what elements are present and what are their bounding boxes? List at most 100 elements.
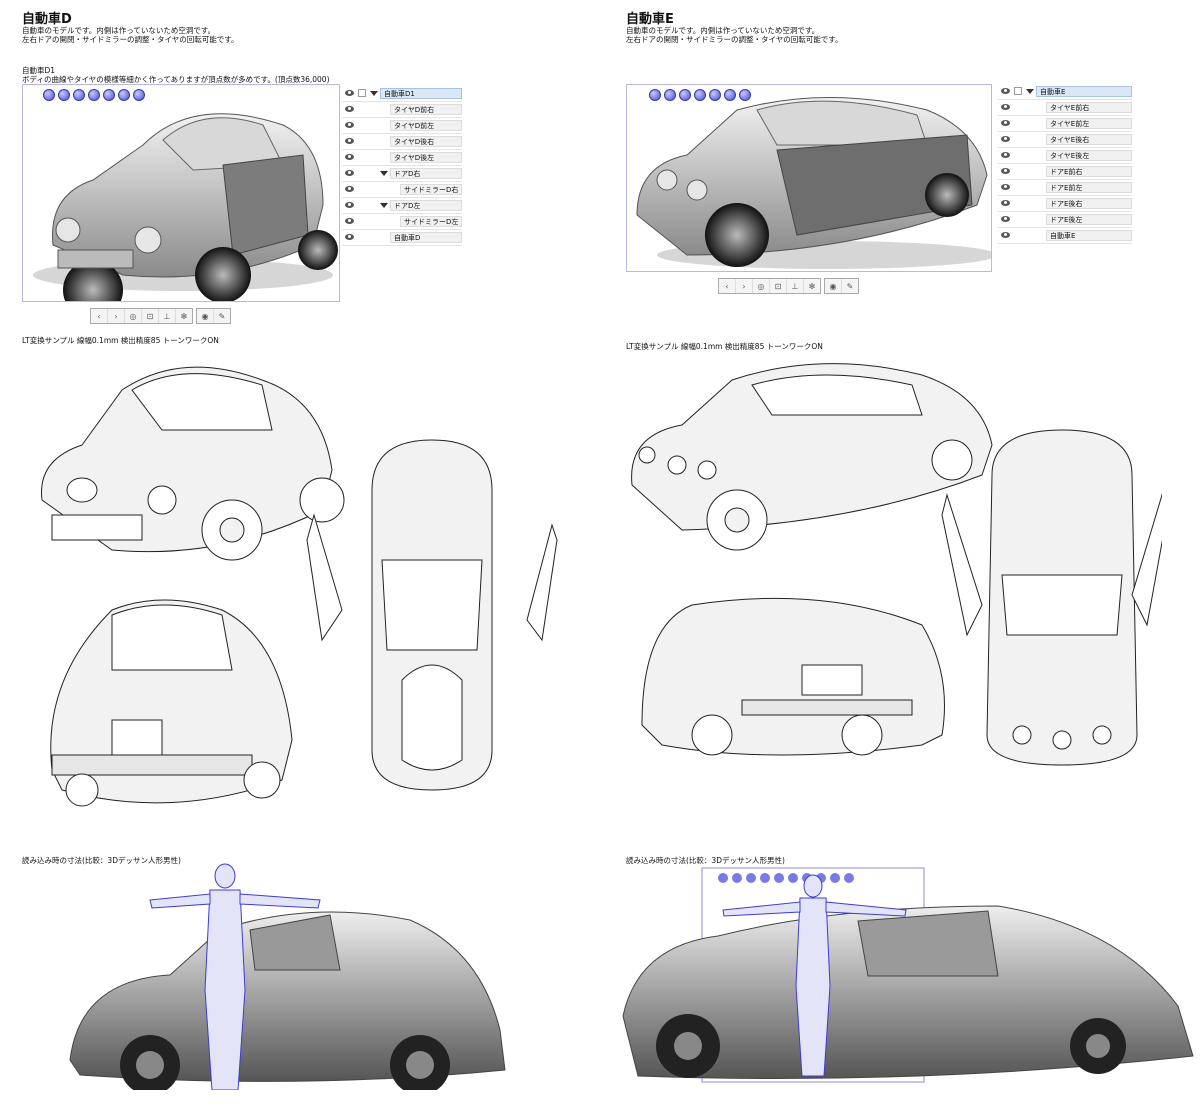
layer-row[interactable]: タイヤE前左	[998, 116, 1132, 132]
sparkle-icon[interactable]: ✻	[808, 281, 816, 291]
layer-row[interactable]: ドアE前左	[998, 180, 1132, 196]
sparkle-icon[interactable]: ✻	[180, 311, 188, 321]
viewport-gizmo	[649, 89, 751, 101]
pose-icon[interactable]: ✎	[846, 281, 854, 291]
eye-icon[interactable]	[1001, 152, 1010, 158]
3d-viewport[interactable]	[626, 84, 992, 272]
layer-label: ドアD右	[390, 168, 462, 179]
expand-arrow-icon[interactable]	[370, 91, 378, 96]
layer-row[interactable]: 自動車D	[342, 230, 462, 246]
layer-label: タイヤD後左	[390, 152, 462, 163]
layer-label: ドアD左	[390, 200, 462, 211]
next-button[interactable]: ›	[736, 279, 753, 293]
ground-icon[interactable]	[133, 89, 145, 101]
eye-icon[interactable]	[345, 170, 354, 176]
eye-icon[interactable]	[345, 138, 354, 144]
camera-icon[interactable]	[709, 89, 721, 101]
camera-icon[interactable]	[103, 89, 115, 101]
eye-icon[interactable]	[1001, 216, 1010, 222]
car-d-panel: 自動車D 自動車のモデルです。内側は作っていないため空洞です。 左右ドアの開閉・…	[22, 12, 558, 1090]
object-icon[interactable]	[118, 89, 130, 101]
zoom-icon[interactable]	[679, 89, 691, 101]
size-caption: 読み込み時の寸法(比較：3Dデッサン人形男性)	[626, 856, 785, 865]
car-d-size-comparison	[69, 863, 506, 1090]
layer-row[interactable]: ドアE前右	[998, 164, 1132, 180]
eye-icon[interactable]	[345, 234, 354, 240]
layer-row[interactable]: タイヤE前右	[998, 100, 1132, 116]
layer-row[interactable]: タイヤD前右	[342, 102, 462, 118]
layer-label: 自動車E	[1046, 230, 1132, 241]
zoom-icon[interactable]	[73, 89, 85, 101]
object-icon[interactable]	[724, 89, 736, 101]
eye-icon[interactable]	[1001, 200, 1010, 206]
size-caption: 読み込み時の寸法(比較：3Dデッサン人形男性)	[22, 856, 181, 865]
pan-icon[interactable]	[58, 89, 70, 101]
pose-icon[interactable]: ✎	[218, 311, 226, 321]
expand-arrow-icon[interactable]	[380, 171, 388, 176]
eye-icon[interactable]	[345, 106, 354, 112]
layer-row[interactable]: タイヤE後左	[998, 148, 1132, 164]
layer-row[interactable]: サイドミラーD右	[342, 182, 462, 198]
layer-row[interactable]: ドアE後左	[998, 212, 1132, 228]
prev-button[interactable]: ‹	[91, 309, 108, 323]
layer-label: ドアE後左	[1046, 214, 1132, 225]
eye-icon[interactable]	[345, 122, 354, 128]
eye-icon[interactable]	[1001, 168, 1010, 174]
eye-icon[interactable]	[1001, 104, 1010, 110]
layer-label: ドアE前右	[1046, 166, 1132, 177]
ground-icon[interactable]: ⊥	[787, 279, 804, 293]
layer-checkbox[interactable]	[358, 89, 366, 97]
move-icon[interactable]	[88, 89, 100, 101]
move-icon[interactable]	[694, 89, 706, 101]
eye-icon[interactable]	[345, 202, 354, 208]
expand-arrow-icon[interactable]	[1026, 89, 1034, 94]
prev-button[interactable]: ‹	[719, 279, 736, 293]
layer-row[interactable]: サイドミラーD左	[342, 214, 462, 230]
layer-label: タイヤE前左	[1046, 118, 1132, 129]
eye-icon[interactable]	[345, 154, 354, 160]
camera-icon[interactable]: ◎	[753, 279, 770, 293]
eye-icon[interactable]	[345, 90, 354, 96]
layer-row[interactable]: タイヤD後右	[342, 134, 462, 150]
expand-arrow-icon[interactable]	[380, 203, 388, 208]
rotate-icon[interactable]	[43, 89, 55, 101]
rotate-icon[interactable]	[649, 89, 661, 101]
layer-row[interactable]: タイヤD前左	[342, 118, 462, 134]
eye-icon[interactable]	[1001, 88, 1010, 94]
camera-icon[interactable]: ◎	[125, 309, 142, 323]
layer-row[interactable]: タイヤE後右	[998, 132, 1132, 148]
car-d-line-art	[41, 366, 558, 807]
eye-icon[interactable]	[1001, 120, 1010, 126]
layer-label: タイヤD前左	[390, 120, 462, 131]
material-icon[interactable]: ◉	[825, 279, 842, 293]
model-note: ボディの曲線やタイヤの模様等細かく作ってありますが頂点数が多めです。(頂点数36…	[22, 75, 330, 84]
eye-icon[interactable]	[1001, 232, 1010, 238]
ground-icon[interactable]	[739, 89, 751, 101]
description: 自動車のモデルです。内側は作っていないため空洞です。 左右ドアの開閉・サイドミラ…	[22, 26, 239, 44]
layer-label: タイヤE後右	[1046, 134, 1132, 145]
layer-checkbox[interactable]	[1014, 87, 1022, 95]
layer-row[interactable]: タイヤD後左	[342, 150, 462, 166]
layer-row[interactable]: 自動車E	[998, 228, 1132, 244]
material-icon[interactable]: ◉	[197, 309, 214, 323]
eye-icon[interactable]	[1001, 136, 1010, 142]
car-e-size-comparison	[622, 867, 1194, 1083]
3d-viewport[interactable]	[22, 84, 340, 302]
ground-icon[interactable]: ⊥	[159, 309, 176, 323]
eye-icon[interactable]	[1001, 184, 1010, 190]
layer-row[interactable]: 自動車D1	[342, 86, 462, 102]
next-button[interactable]: ›	[108, 309, 125, 323]
viewport-toolbar: ‹ › ◎ ⊡ ⊥ ✻ ◉ ✎	[718, 278, 859, 294]
eye-icon[interactable]	[345, 186, 354, 192]
eye-icon[interactable]	[345, 218, 354, 224]
pan-icon[interactable]	[664, 89, 676, 101]
layer-label: 自動車D	[390, 232, 462, 243]
layer-row[interactable]: 自動車E	[998, 84, 1132, 100]
layer-row[interactable]: ドアD右	[342, 166, 462, 182]
fit-icon[interactable]: ⊡	[142, 309, 159, 323]
layer-row[interactable]: ドアD左	[342, 198, 462, 214]
fit-icon[interactable]: ⊡	[770, 279, 787, 293]
layer-row[interactable]: ドアE後右	[998, 196, 1132, 212]
layer-label: サイドミラーD右	[400, 184, 462, 195]
